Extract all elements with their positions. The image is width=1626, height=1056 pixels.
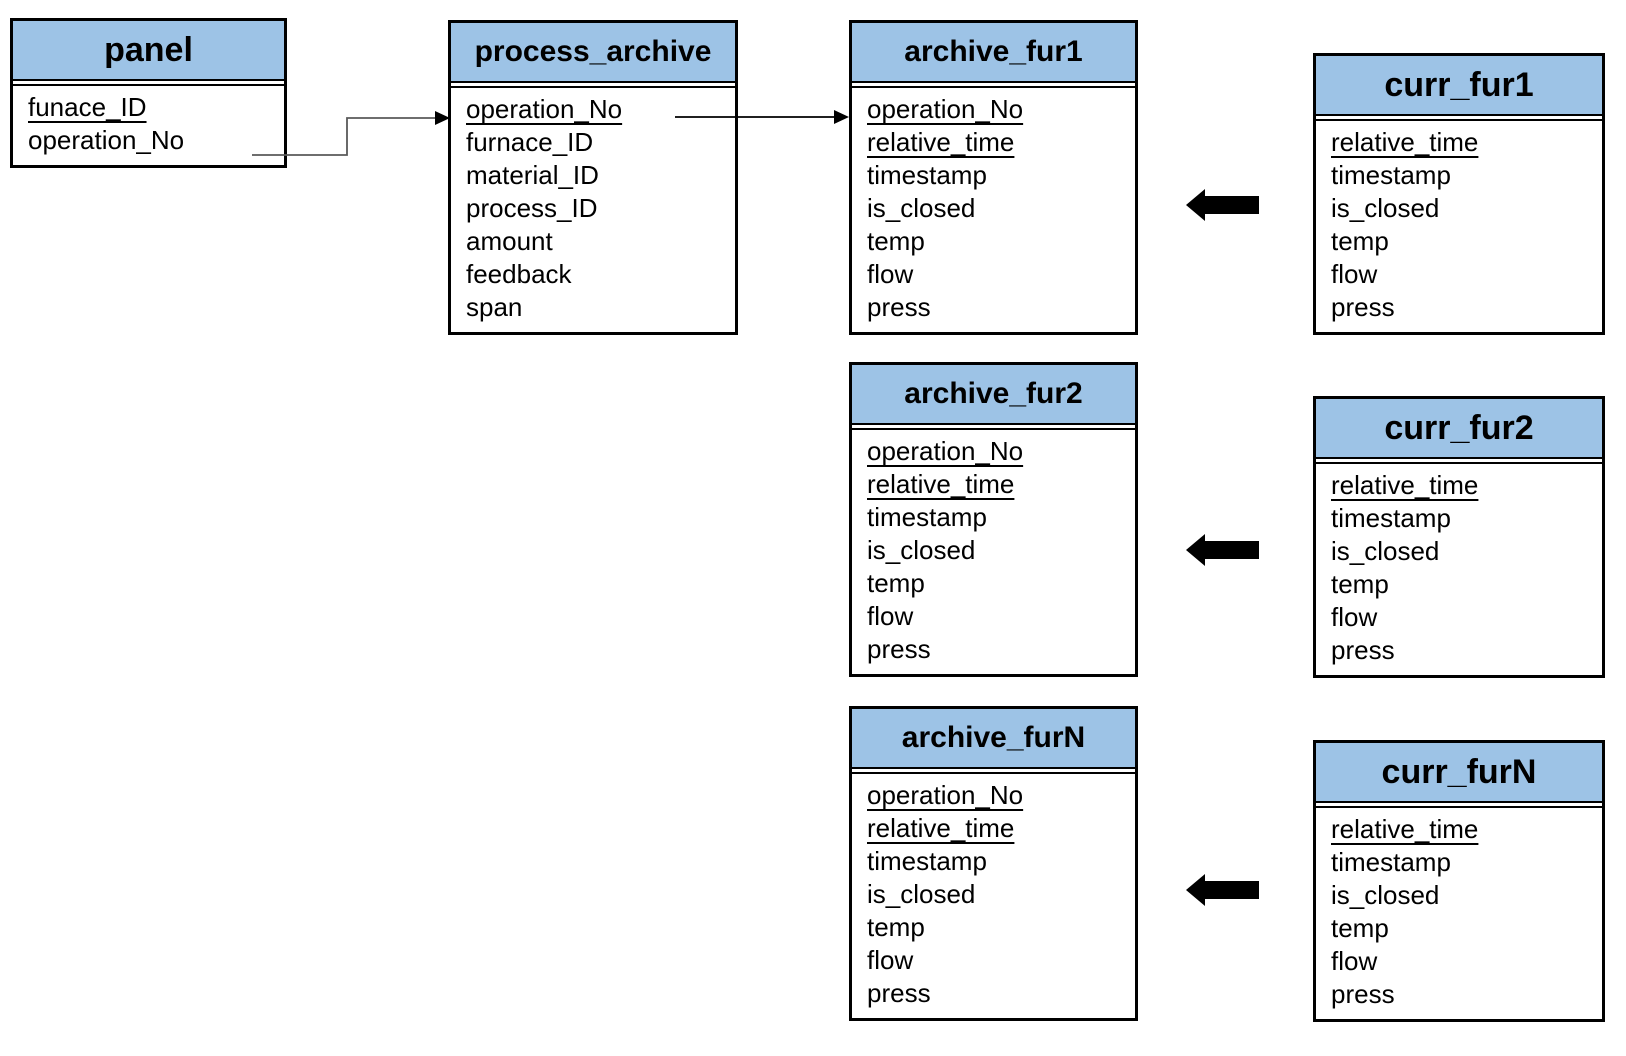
straight-connector-arrowhead-icon — [834, 110, 849, 124]
field-is-closed: is_closed — [1331, 880, 1440, 910]
field-operation-no: operation_No — [867, 436, 1024, 466]
header-separator — [852, 83, 1135, 88]
header-separator — [1316, 116, 1602, 121]
field-relative-time: relative_time — [867, 127, 1015, 157]
field-is-closed: is_closed — [1331, 193, 1440, 223]
field-timestamp: timestamp — [867, 160, 987, 190]
field-press: press — [1331, 292, 1395, 322]
field-flow: flow — [1331, 946, 1378, 976]
field-temp: temp — [1331, 226, 1389, 256]
table-title: curr_fur2 — [1316, 399, 1602, 459]
field-relative-time: relative_time — [867, 813, 1015, 843]
header-separator — [451, 83, 735, 88]
table-process-archive: process_archive operation_No furnace_ID … — [448, 20, 738, 335]
table-panel: panel funace_ID operation_No — [10, 18, 287, 168]
field-list: relative_time timestamp is_closed temp f… — [1316, 121, 1602, 332]
table-title: archive_fur1 — [852, 23, 1135, 83]
table-title: archive_furN — [852, 709, 1135, 769]
field-press: press — [867, 634, 931, 664]
block-arrow-curr-fur2-icon — [1186, 534, 1259, 566]
field-temp: temp — [867, 568, 925, 598]
table-title: panel — [13, 21, 284, 81]
field-press: press — [867, 978, 931, 1008]
field-temp: temp — [867, 226, 925, 256]
field-list: relative_time timestamp is_closed temp f… — [1316, 464, 1602, 675]
field-operation-no: operation_No — [867, 780, 1024, 810]
field-flow: flow — [867, 601, 914, 631]
field-operation-no: operation_No — [466, 94, 623, 124]
field-flow: flow — [867, 259, 914, 289]
field-material-id: material_ID — [466, 160, 599, 190]
field-is-closed: is_closed — [867, 535, 976, 565]
field-furnace-id: furnace_ID — [466, 127, 594, 157]
field-relative-time: relative_time — [1331, 470, 1479, 500]
field-operation-no: operation_No — [28, 125, 185, 155]
header-separator — [1316, 459, 1602, 464]
table-curr-furN: curr_furN relative_time timestamp is_clo… — [1313, 740, 1605, 1022]
field-process-id: process_ID — [466, 193, 598, 223]
field-press: press — [1331, 979, 1395, 1009]
field-list: operation_No furnace_ID material_ID proc… — [451, 88, 735, 332]
table-title: curr_fur1 — [1316, 56, 1602, 116]
field-list: relative_time timestamp is_closed temp f… — [1316, 808, 1602, 1019]
field-timestamp: timestamp — [1331, 847, 1451, 877]
field-is-closed: is_closed — [1331, 536, 1440, 566]
block-arrow-curr-fur1-icon — [1186, 189, 1259, 221]
field-temp: temp — [867, 912, 925, 942]
header-separator — [1316, 803, 1602, 808]
field-list: operation_No relative_time timestamp is_… — [852, 430, 1135, 674]
field-press: press — [1331, 635, 1395, 665]
table-archive-furN: archive_furN operation_No relative_time … — [849, 706, 1138, 1021]
table-archive-fur2: archive_fur2 operation_No relative_time … — [849, 362, 1138, 677]
field-feedback: feedback — [466, 259, 572, 289]
header-separator — [852, 425, 1135, 430]
field-operation-no: operation_No — [867, 94, 1024, 124]
field-timestamp: timestamp — [867, 502, 987, 532]
field-temp: temp — [1331, 569, 1389, 599]
field-list: operation_No relative_time timestamp is_… — [852, 88, 1135, 332]
field-span: span — [466, 292, 523, 322]
field-amount: amount — [466, 226, 553, 256]
field-temp: temp — [1331, 913, 1389, 943]
field-flow: flow — [1331, 259, 1378, 289]
header-separator — [852, 769, 1135, 774]
field-timestamp: timestamp — [867, 846, 987, 876]
table-title: archive_fur2 — [852, 365, 1135, 425]
field-list: operation_No relative_time timestamp is_… — [852, 774, 1135, 1018]
field-relative-time: relative_time — [1331, 814, 1479, 844]
field-timestamp: timestamp — [1331, 503, 1451, 533]
header-separator — [13, 81, 284, 86]
field-funace-id: funace_ID — [28, 92, 147, 122]
table-title: curr_furN — [1316, 743, 1602, 803]
field-press: press — [867, 292, 931, 322]
field-list: funace_ID operation_No — [13, 86, 284, 165]
field-timestamp: timestamp — [1331, 160, 1451, 190]
block-arrow-curr-furN-icon — [1186, 874, 1259, 906]
table-title: process_archive — [451, 23, 735, 83]
field-is-closed: is_closed — [867, 879, 976, 909]
field-relative-time: relative_time — [867, 469, 1015, 499]
field-flow: flow — [1331, 602, 1378, 632]
field-relative-time: relative_time — [1331, 127, 1479, 157]
field-is-closed: is_closed — [867, 193, 976, 223]
field-flow: flow — [867, 945, 914, 975]
table-archive-fur1: archive_fur1 operation_No relative_time … — [849, 20, 1138, 335]
table-curr-fur1: curr_fur1 relative_time timestamp is_clo… — [1313, 53, 1605, 335]
table-curr-fur2: curr_fur2 relative_time timestamp is_clo… — [1313, 396, 1605, 678]
